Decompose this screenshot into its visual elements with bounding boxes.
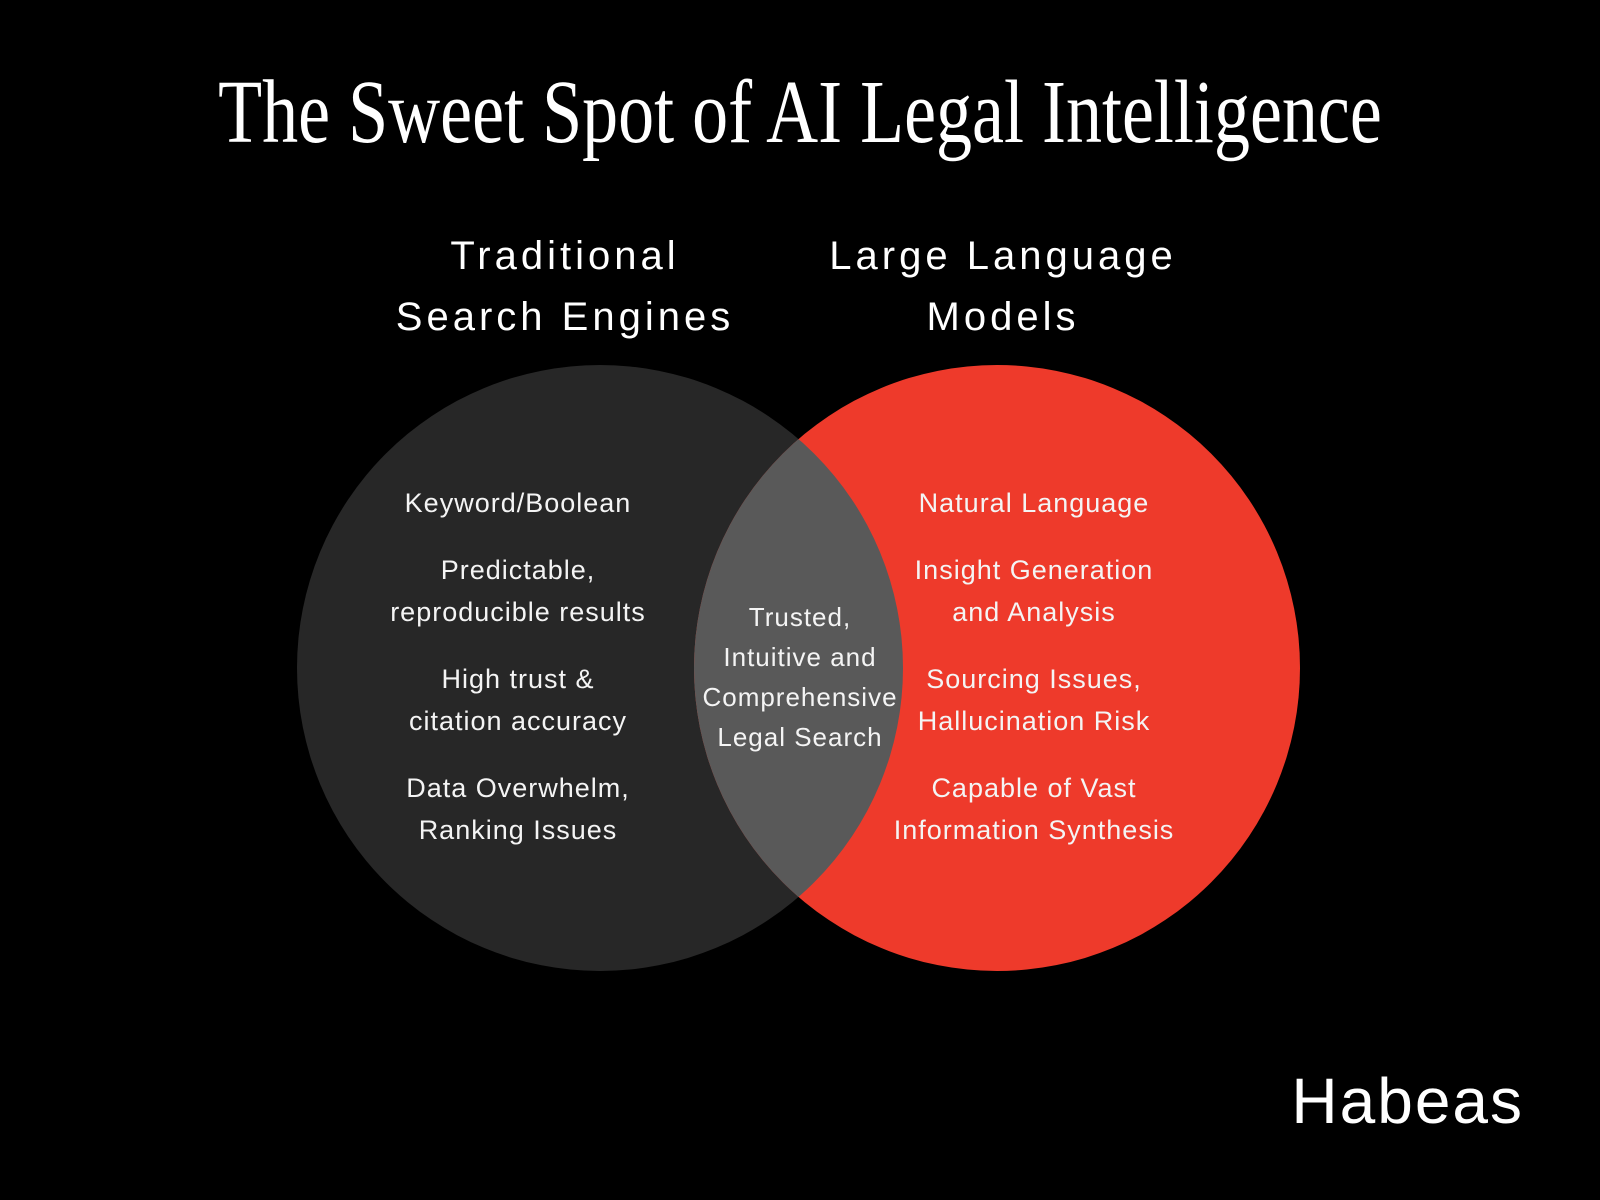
venn-right-item: Sourcing Issues, Hallucination Risk — [917, 664, 1151, 736]
page-title: The Sweet Spot of AI Legal Intelligence — [218, 63, 1382, 162]
right-circle-items: Natural Language Insight Generation and … — [844, 482, 1224, 851]
brand-logo: Habeas — [1291, 1065, 1524, 1137]
venn-left-item: Predictable, reproducible results — [390, 555, 646, 627]
overlap-lens-shape — [694, 365, 903, 971]
venn-left-item: Keyword/Boolean — [404, 488, 632, 518]
left-circle-heading: Traditional Search Engines — [395, 234, 735, 339]
venn-left-item: High trust & citation accuracy — [408, 664, 628, 736]
left-circle-items: Keyword/Boolean Predictable, reproducibl… — [328, 482, 708, 851]
venn-right-item: Insight Generation and Analysis — [914, 555, 1154, 627]
overlap-text: Trusted, Intuitive and Comprehensive Leg… — [702, 602, 898, 752]
venn-right-item: Capable of Vast Information Synthesis — [893, 773, 1175, 845]
right-circle-heading: Large Language Models — [829, 234, 1177, 339]
venn-right-item: Natural Language — [918, 488, 1150, 518]
venn-left-item: Data Overwhelm, Ranking Issues — [406, 773, 630, 845]
